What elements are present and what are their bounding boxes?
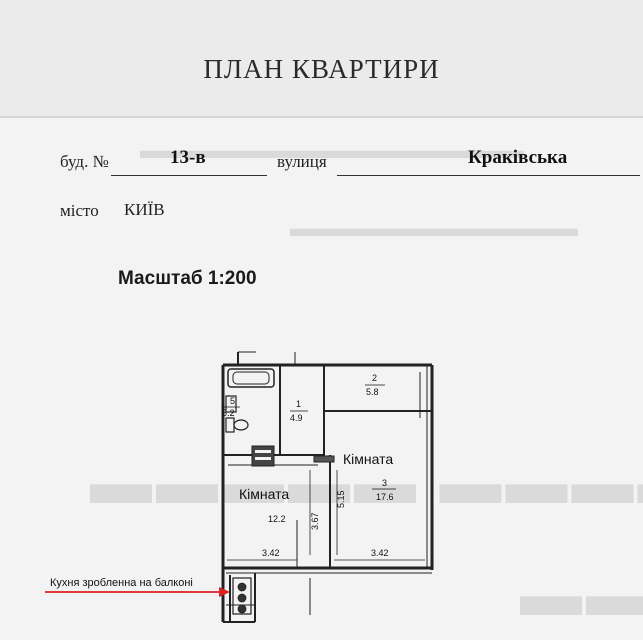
- street-underline: [337, 175, 640, 176]
- room-3-area: 17.6: [376, 492, 394, 502]
- kitchen-annotation: Кухня зробленна на балконі: [50, 577, 193, 589]
- building-label: буд. №: [60, 152, 109, 171]
- room-2-number: 2: [372, 373, 377, 383]
- dimension-left-height: 3.67: [310, 512, 320, 530]
- header-band-edge: [0, 116, 643, 118]
- scale-label: Масштаб 1:200: [118, 268, 257, 289]
- building-underline: [111, 175, 267, 176]
- street-label: вулиця: [277, 152, 327, 171]
- room-5-area: 5.2: [222, 408, 235, 418]
- dimension-left-width: 3.42: [262, 548, 280, 558]
- header-band: [0, 0, 643, 118]
- dimension-right-height: 5.15: [336, 490, 346, 508]
- street-name: Краківська: [468, 147, 568, 168]
- room-label-right: Кімната: [343, 451, 393, 467]
- dimension-right-width: 3.42: [371, 548, 389, 558]
- room-label-left: Кімната: [239, 486, 289, 502]
- room-left-area: 12.2: [268, 514, 286, 524]
- building-number: 13-в: [170, 147, 206, 168]
- room-1-number: 1: [296, 399, 301, 409]
- city-name: КИЇВ: [124, 200, 165, 219]
- city-label: місто: [60, 201, 99, 220]
- room-2-area: 5.8: [366, 387, 379, 397]
- room-5-number: 5: [230, 396, 235, 406]
- room-1-area: 4.9: [290, 413, 303, 423]
- document-title: ПЛАН КВАРТИРИ: [203, 54, 440, 84]
- annotation-arrow-head: [219, 587, 230, 597]
- room-3-number: 3: [382, 478, 387, 488]
